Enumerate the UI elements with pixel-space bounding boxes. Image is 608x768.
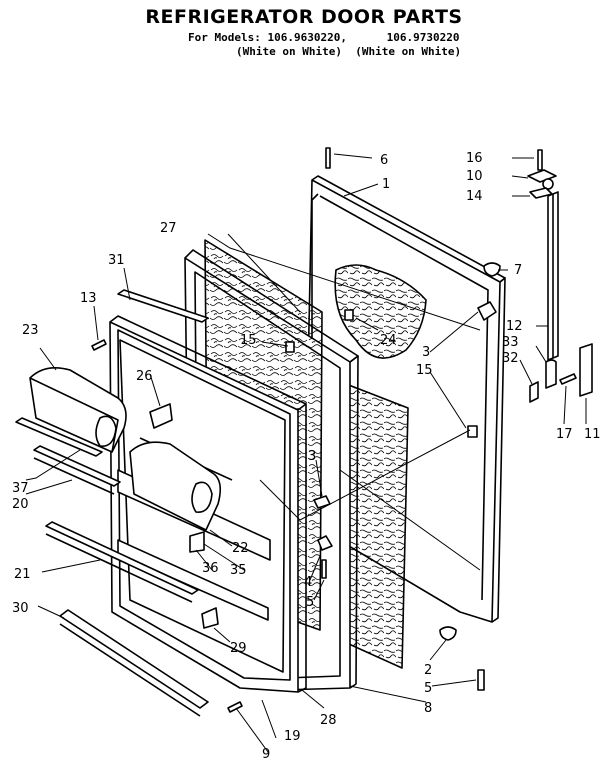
label-26: 26	[136, 369, 153, 384]
label-21: 21	[14, 567, 31, 582]
shelf-rail-37	[15, 417, 103, 457]
label-35: 35	[230, 563, 247, 578]
screw-6	[325, 147, 331, 169]
label-10: 10	[466, 169, 483, 184]
models-line-1: For Models: 106.9630220, 106.9730220	[188, 31, 460, 44]
part-14	[529, 187, 553, 199]
handle-11	[579, 343, 593, 397]
label-15-right: 15	[416, 363, 433, 378]
label-31: 31	[108, 253, 125, 268]
hinge-bracket-10	[527, 169, 557, 183]
screw-17	[559, 373, 577, 385]
label-11: 11	[584, 427, 601, 442]
part-labels: 6 1 27 31 13 23 15 26 24 3 15 16 10 14 7…	[12, 151, 601, 762]
bracket-26	[149, 403, 173, 429]
label-5-bottom: 5	[424, 681, 432, 696]
label-16: 16	[466, 151, 483, 166]
trim-strip-30	[59, 609, 209, 709]
label-33: 33	[502, 335, 519, 350]
leader-lines	[25, 153, 587, 753]
part-29	[201, 607, 219, 629]
bin-22	[129, 441, 222, 531]
label-30: 30	[12, 601, 29, 616]
label-3-upper: 3	[422, 345, 430, 360]
label-22: 22	[232, 541, 249, 556]
label-19: 19	[284, 729, 301, 744]
label-32: 32	[502, 351, 519, 366]
label-17: 17	[556, 427, 573, 442]
hinge-pin-3	[477, 301, 497, 321]
label-36: 36	[202, 561, 219, 576]
screw-16	[537, 149, 543, 171]
label-14: 14	[466, 189, 483, 204]
hinge-block-33	[545, 359, 557, 389]
dairy-bin-23	[29, 367, 127, 453]
label-27: 27	[160, 221, 177, 236]
label-2: 2	[424, 663, 432, 678]
label-4: 4	[304, 575, 312, 590]
label-12: 12	[506, 319, 523, 334]
part-32	[529, 381, 539, 403]
label-3-lower: 3	[308, 449, 316, 464]
part-35	[189, 531, 205, 553]
model-numbers: For Models: 106.9630220, 106.9730220 (Wh…	[188, 31, 461, 59]
screw-5	[477, 669, 485, 691]
label-7: 7	[514, 263, 522, 278]
shelf-rail-21	[45, 521, 199, 595]
part-7	[483, 262, 501, 277]
strip-31	[117, 289, 209, 323]
label-1: 1	[382, 177, 390, 192]
label-28: 28	[320, 713, 337, 728]
screw-9	[227, 701, 243, 713]
part-2	[439, 626, 457, 641]
label-24: 24	[380, 333, 397, 348]
shelf-rail-20	[33, 445, 121, 487]
hinge-channel-12	[547, 191, 559, 361]
diagram-title: REFRIGERATOR DOOR PARTS	[145, 6, 463, 28]
label-5-middle: 5	[306, 595, 314, 610]
label-15-left: 15	[240, 333, 257, 348]
label-6: 6	[380, 153, 388, 168]
label-37: 37	[12, 481, 29, 496]
label-29: 29	[230, 641, 247, 656]
label-9: 9	[262, 747, 270, 762]
models-line-2: (White on White) (White on White)	[236, 45, 462, 58]
label-8: 8	[424, 701, 432, 716]
liner-sheet	[334, 264, 427, 359]
label-13: 13	[80, 291, 97, 306]
label-23: 23	[22, 323, 39, 338]
screw-13	[91, 339, 107, 351]
label-20: 20	[12, 497, 29, 512]
